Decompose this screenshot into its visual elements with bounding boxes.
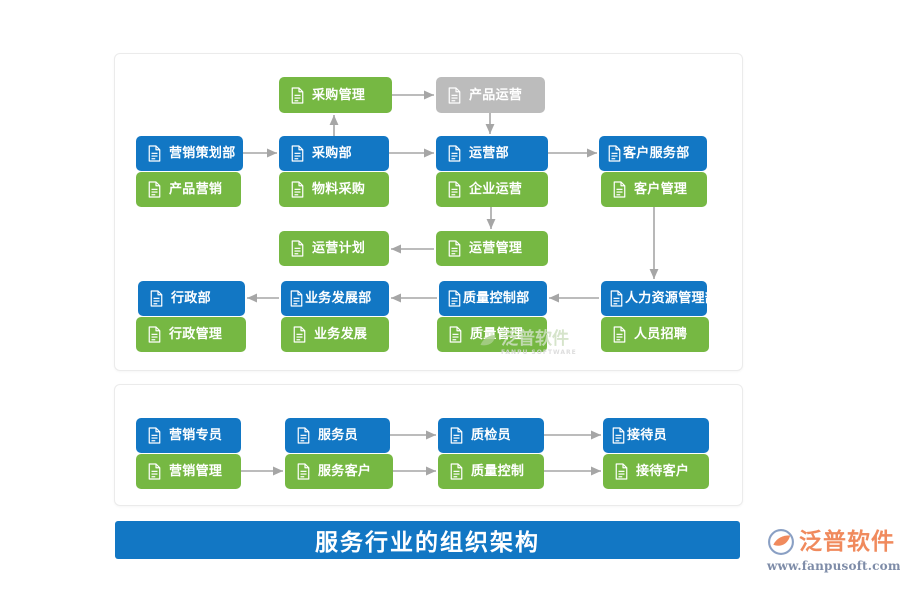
node-label: 业务发展部 bbox=[305, 291, 372, 306]
document-icon bbox=[291, 86, 304, 104]
document-icon bbox=[608, 145, 621, 162]
node-label: 运营计划 bbox=[312, 241, 366, 256]
document-icon bbox=[448, 290, 461, 307]
node-label: 采购部 bbox=[312, 146, 352, 161]
node-customer-mgmt[interactable]: 客户管理 bbox=[601, 172, 707, 207]
node-label: 服务客户 bbox=[318, 464, 372, 479]
document-icon bbox=[450, 463, 463, 480]
node-procurement-mgmt[interactable]: 采购管理 bbox=[279, 77, 392, 113]
node-label: 运营部 bbox=[469, 146, 509, 161]
node-marketing-plan-dept[interactable]: 营销策划部 bbox=[136, 136, 243, 171]
document-icon bbox=[150, 290, 163, 307]
watermark-subtext: FANPU SOFTWARE bbox=[501, 349, 577, 356]
brand-logo: 泛普软件 www.fanpusoft.com bbox=[767, 528, 900, 580]
document-icon bbox=[148, 326, 161, 343]
document-icon bbox=[448, 181, 461, 198]
document-icon bbox=[448, 240, 461, 257]
document-icon bbox=[148, 145, 161, 162]
node-quality-mgmt[interactable]: 质量管理 bbox=[437, 317, 547, 352]
node-enterprise-operation[interactable]: 企业运营 bbox=[436, 172, 548, 207]
node-label: 客户服务部 bbox=[623, 146, 690, 161]
node-quality-inspector[interactable]: 质检员 bbox=[438, 418, 544, 453]
document-icon bbox=[449, 326, 462, 343]
document-icon bbox=[612, 427, 625, 444]
node-marketing-mgmt[interactable]: 营销管理 bbox=[136, 454, 241, 489]
watermark-text: 泛普软件 bbox=[501, 329, 569, 349]
node-label: 人力资源管理部 bbox=[625, 291, 719, 306]
document-icon bbox=[148, 427, 161, 444]
node-operation-dept[interactable]: 运营部 bbox=[436, 136, 548, 171]
node-label: 人员招聘 bbox=[634, 327, 688, 342]
document-icon bbox=[291, 145, 304, 162]
document-icon bbox=[610, 290, 623, 307]
node-quality-control-dept[interactable]: 质量控制部 bbox=[439, 281, 547, 316]
node-hr-mgmt-dept[interactable]: 人力资源管理部 bbox=[601, 281, 718, 316]
node-staff-recruit[interactable]: 人员招聘 bbox=[601, 317, 709, 352]
document-icon bbox=[291, 240, 304, 257]
document-icon bbox=[290, 290, 303, 307]
node-label: 营销管理 bbox=[169, 464, 223, 479]
watermark-leaf-icon bbox=[480, 335, 496, 346]
node-label: 质量管理 bbox=[470, 327, 524, 342]
node-label: 客户管理 bbox=[634, 182, 688, 197]
node-reception-customer[interactable]: 接待客户 bbox=[603, 454, 709, 489]
document-icon bbox=[148, 181, 161, 198]
document-icon bbox=[291, 181, 304, 198]
brand-url: www.fanpusoft.com bbox=[767, 559, 900, 573]
node-label: 质量控制部 bbox=[463, 291, 530, 306]
node-receptionist[interactable]: 接待员 bbox=[603, 418, 709, 453]
fanpu-logo-icon bbox=[768, 529, 794, 555]
node-label: 营销专员 bbox=[169, 428, 223, 443]
node-label: 服务员 bbox=[318, 428, 358, 443]
document-icon bbox=[448, 86, 461, 104]
node-material-purchase[interactable]: 物料采购 bbox=[279, 172, 389, 207]
node-product-marketing[interactable]: 产品营销 bbox=[136, 172, 241, 207]
document-icon bbox=[613, 326, 626, 343]
node-label: 产品运营 bbox=[469, 87, 523, 103]
brand-name: 泛普软件 bbox=[799, 528, 895, 555]
document-icon bbox=[448, 145, 461, 162]
node-business-dev[interactable]: 业务发展 bbox=[281, 317, 389, 352]
node-label: 采购管理 bbox=[312, 87, 366, 103]
document-icon bbox=[148, 463, 161, 480]
node-label: 接待客户 bbox=[636, 464, 690, 479]
document-icon bbox=[613, 181, 626, 198]
node-procurement-dept[interactable]: 采购部 bbox=[279, 136, 389, 171]
document-icon bbox=[615, 463, 628, 480]
node-customer-service-dept[interactable]: 客户服务部 bbox=[599, 136, 707, 171]
node-label: 产品营销 bbox=[169, 182, 223, 197]
node-marketing-specialist[interactable]: 营销专员 bbox=[136, 418, 241, 453]
node-operation-plan[interactable]: 运营计划 bbox=[279, 231, 389, 266]
node-label: 企业运营 bbox=[469, 182, 523, 197]
document-icon bbox=[297, 463, 310, 480]
node-label: 物料采购 bbox=[312, 182, 366, 197]
document-icon bbox=[297, 427, 310, 444]
node-service-staff[interactable]: 服务员 bbox=[285, 418, 390, 453]
diagram-title-bar: 服务行业的组织架构 bbox=[115, 521, 740, 559]
node-quality-control[interactable]: 质量控制 bbox=[438, 454, 544, 489]
node-label: 业务发展 bbox=[314, 327, 368, 342]
document-icon bbox=[293, 326, 306, 343]
watermark: 泛普软件 FANPU SOFTWARE bbox=[478, 322, 598, 358]
node-business-dev-dept[interactable]: 业务发展部 bbox=[281, 281, 389, 316]
node-service-customer[interactable]: 服务客户 bbox=[285, 454, 393, 489]
node-operation-mgmt[interactable]: 运营管理 bbox=[436, 231, 548, 266]
document-icon bbox=[450, 427, 463, 444]
node-admin-dept[interactable]: 行政部 bbox=[138, 281, 245, 316]
node-label: 质量控制 bbox=[471, 464, 525, 479]
node-label: 行政部 bbox=[171, 291, 211, 306]
node-product-operation[interactable]: 产品运营 bbox=[436, 77, 545, 113]
node-label: 运营管理 bbox=[469, 241, 523, 256]
node-label: 行政管理 bbox=[169, 327, 223, 342]
diagram-title: 服务行业的组织架构 bbox=[315, 530, 540, 556]
node-admin-mgmt[interactable]: 行政管理 bbox=[136, 317, 246, 352]
node-label: 质检员 bbox=[471, 428, 511, 443]
node-label: 营销策划部 bbox=[169, 146, 236, 161]
node-label: 接待员 bbox=[627, 428, 667, 443]
